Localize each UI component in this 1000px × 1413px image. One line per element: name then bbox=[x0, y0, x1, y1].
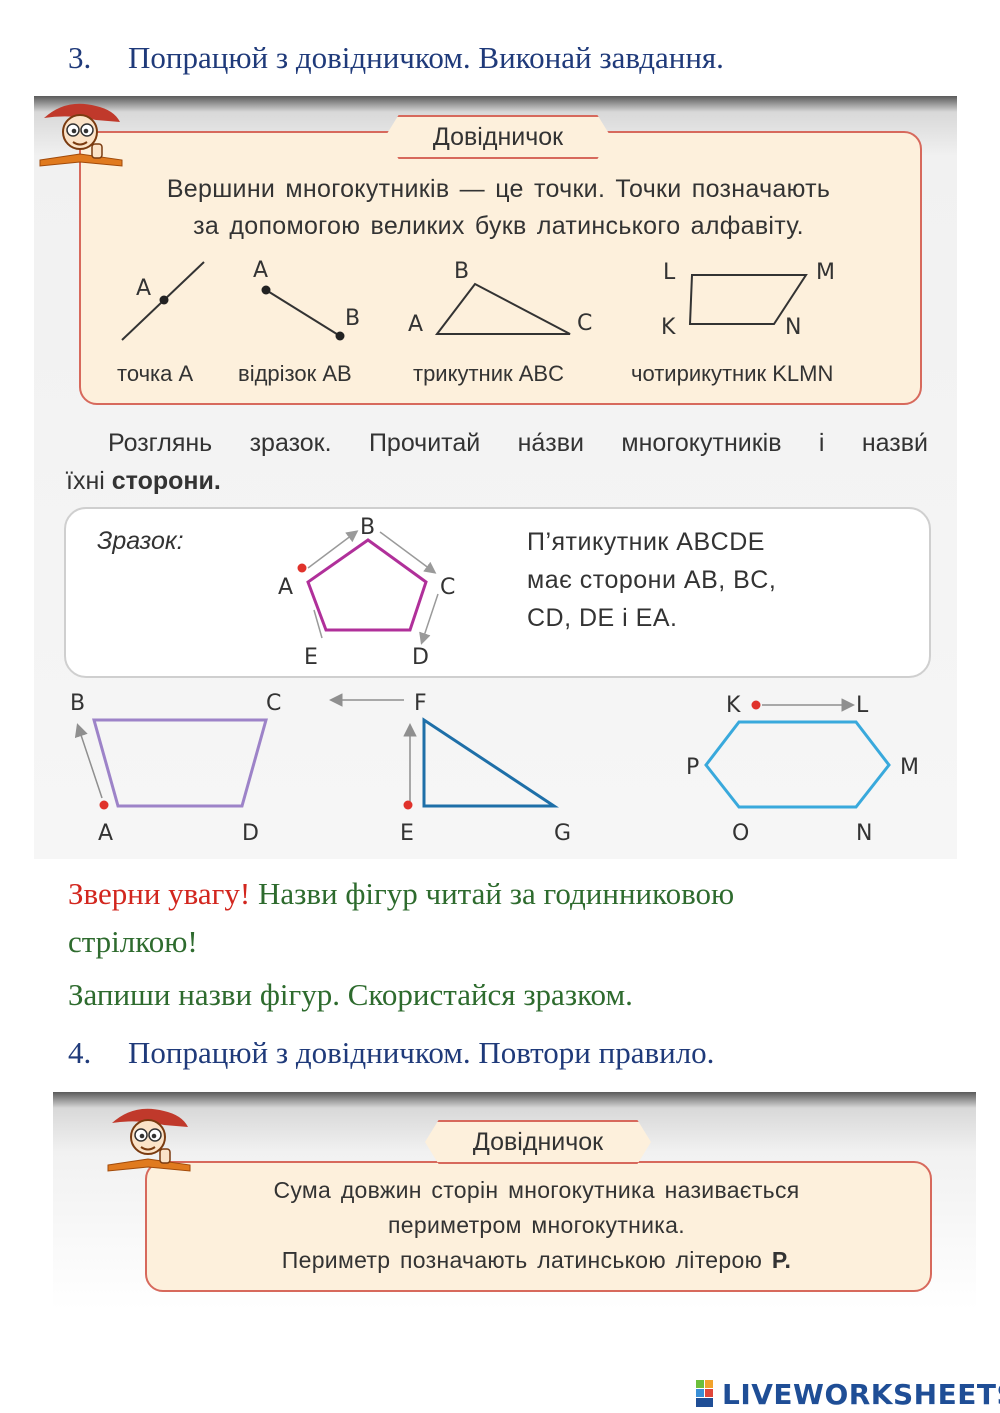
hexagon-label-l: L bbox=[856, 693, 869, 718]
pentagon-label-e: E bbox=[304, 645, 318, 670]
point-dot bbox=[159, 295, 169, 305]
reference-line-2: за допомогою великих букв латинського ал… bbox=[193, 212, 804, 240]
hexagon-shape bbox=[704, 720, 891, 809]
caption-triangle: трикутник ABC bbox=[413, 361, 564, 386]
mascot-icon bbox=[107, 1108, 191, 1172]
triangle-figure: A B C bbox=[408, 259, 592, 337]
reference-figures: A A B A B C L M K N bbox=[121, 258, 835, 341]
label-triangle-a: A bbox=[408, 312, 423, 337]
label-quad-k: K bbox=[661, 315, 676, 340]
reference-2-line-2: периметром многокутника. bbox=[388, 1212, 685, 1238]
trapezoid-label-d: D bbox=[242, 821, 259, 846]
instruction: Розглянь зразок. Прочитай на́зви многоку… bbox=[66, 424, 928, 500]
reference-title-tab: Довідничок bbox=[385, 115, 611, 159]
pentagon-label-d: D bbox=[412, 645, 429, 670]
start-point-dot bbox=[297, 563, 307, 573]
write-task: Запиши назви фігур. Скористайся зразком. bbox=[68, 977, 633, 1012]
sample-text-line-1: П’ятикутник ABCDE bbox=[527, 528, 765, 556]
notice-line-2: стрілкою! bbox=[68, 924, 198, 959]
pentagon-figure: B C D E A bbox=[278, 515, 455, 670]
hexagon-label-n: N bbox=[856, 821, 872, 846]
liveworksheets-brand: LIVEWORKSHEETS bbox=[722, 1377, 1000, 1411]
sample-label: Зразок: bbox=[97, 527, 184, 555]
pentagon-label-b: B bbox=[360, 515, 375, 540]
label-quad-m: M bbox=[816, 260, 835, 285]
instruction-line-1: Розглянь зразок. Прочитай на́зви многоку… bbox=[108, 429, 928, 457]
hexagon-figure: K L P M O N bbox=[686, 693, 919, 846]
task-3-heading: 3. Попрацюй з довідничком. Виконай завдан… bbox=[68, 40, 724, 76]
pentagon-label-c: C bbox=[440, 575, 455, 600]
exercise-figures: B C A D F E G K L P M O N bbox=[70, 691, 919, 846]
right-triangle-shape bbox=[422, 717, 559, 808]
segment-figure: A B bbox=[253, 258, 360, 341]
hexagon-label-m: M bbox=[900, 755, 919, 780]
sample-text-line-2: має сторони AB, BC, bbox=[527, 566, 777, 594]
caption-quadrilateral: чотирикутник KLMN bbox=[631, 361, 834, 386]
instruction-line-2: їхні сторони. bbox=[66, 467, 221, 495]
label-segment-a: A bbox=[253, 258, 268, 283]
mascot-icon bbox=[39, 103, 123, 167]
label-triangle-c: C bbox=[577, 311, 592, 336]
reference-line-1: Вершини многокутників — це точки. Точки … bbox=[166, 175, 831, 203]
instruction-bold: сторони. bbox=[111, 467, 221, 495]
liveworksheets-watermark[interactable]: LIVEWORKSHEETS bbox=[696, 1377, 1000, 1411]
point-figure: A bbox=[121, 261, 205, 341]
reference-2-line-1: Сума довжин сторін многокутника називаєт… bbox=[273, 1177, 800, 1203]
sample-text-line-3: CD, DE і EA. bbox=[527, 604, 678, 632]
pentagon-label-a: A bbox=[278, 575, 293, 600]
trapezoid-figure: B C A D bbox=[70, 691, 281, 846]
trapezoid-label-c: C bbox=[266, 691, 281, 716]
label-segment-b: B bbox=[345, 306, 360, 331]
liveworksheets-logo-icon bbox=[696, 1380, 713, 1407]
label-quad-n: N bbox=[785, 315, 801, 340]
trapezoid-shape bbox=[92, 718, 268, 808]
trapezoid-label-b: B bbox=[70, 691, 85, 716]
sample-text: П’ятикутник ABCDE має сторони AB, BC, CD… bbox=[527, 523, 776, 637]
task-number: 4. bbox=[68, 1035, 92, 1070]
notice-attention: Зверни увагу! bbox=[68, 876, 251, 911]
trapezoid-label-a: A bbox=[98, 821, 113, 846]
reference-title: Довідничок bbox=[432, 123, 564, 151]
task-number: 3. bbox=[68, 40, 92, 75]
sample-box bbox=[64, 507, 931, 678]
label-triangle-b: B bbox=[454, 259, 469, 284]
caption-segment: відрізок AB bbox=[238, 361, 352, 386]
label-quad-l: L bbox=[663, 260, 676, 285]
hexagon-label-p: P bbox=[686, 755, 699, 780]
perimeter-letter: P. bbox=[771, 1247, 792, 1273]
reference-title-2: Довідничок bbox=[472, 1128, 604, 1156]
hexagon-label-o: O bbox=[732, 821, 749, 846]
reference-text: Вершини многокутників — це точки. Точки … bbox=[80, 171, 917, 245]
triangle-label-g: G bbox=[554, 821, 571, 846]
reference-text-2: Сума довжин сторін многокутника називаєт… bbox=[146, 1173, 927, 1278]
label-point-a: A bbox=[136, 276, 151, 301]
notice: Зверни увагу! Назви фігур читай за годин… bbox=[68, 870, 948, 966]
hexagon-label-k: K bbox=[726, 693, 741, 718]
reference-2-line-3: Периметр позначають латинською літерою P… bbox=[281, 1247, 792, 1273]
task-4-heading: 4. Попрацюй з довідничком. Повтори правил… bbox=[68, 1035, 714, 1071]
reference-box bbox=[79, 131, 922, 405]
reference-title-tab-2: Довідничок bbox=[425, 1120, 651, 1164]
quadrilateral-figure: L M K N bbox=[661, 260, 835, 340]
task-text: Попрацюй з довідничком. Виконай завдання… bbox=[128, 40, 724, 75]
triangle-label-f: F bbox=[414, 691, 427, 716]
triangle-label-e: E bbox=[400, 821, 414, 846]
caption-point: точка A bbox=[117, 361, 194, 386]
notice-line-1: Назви фігур читай за годинниковою bbox=[250, 876, 735, 911]
right-triangle-figure: F E G bbox=[329, 691, 571, 846]
pentagon-shape bbox=[306, 538, 428, 632]
task-text: Попрацюй з довідничком. Повтори правило. bbox=[128, 1035, 715, 1070]
